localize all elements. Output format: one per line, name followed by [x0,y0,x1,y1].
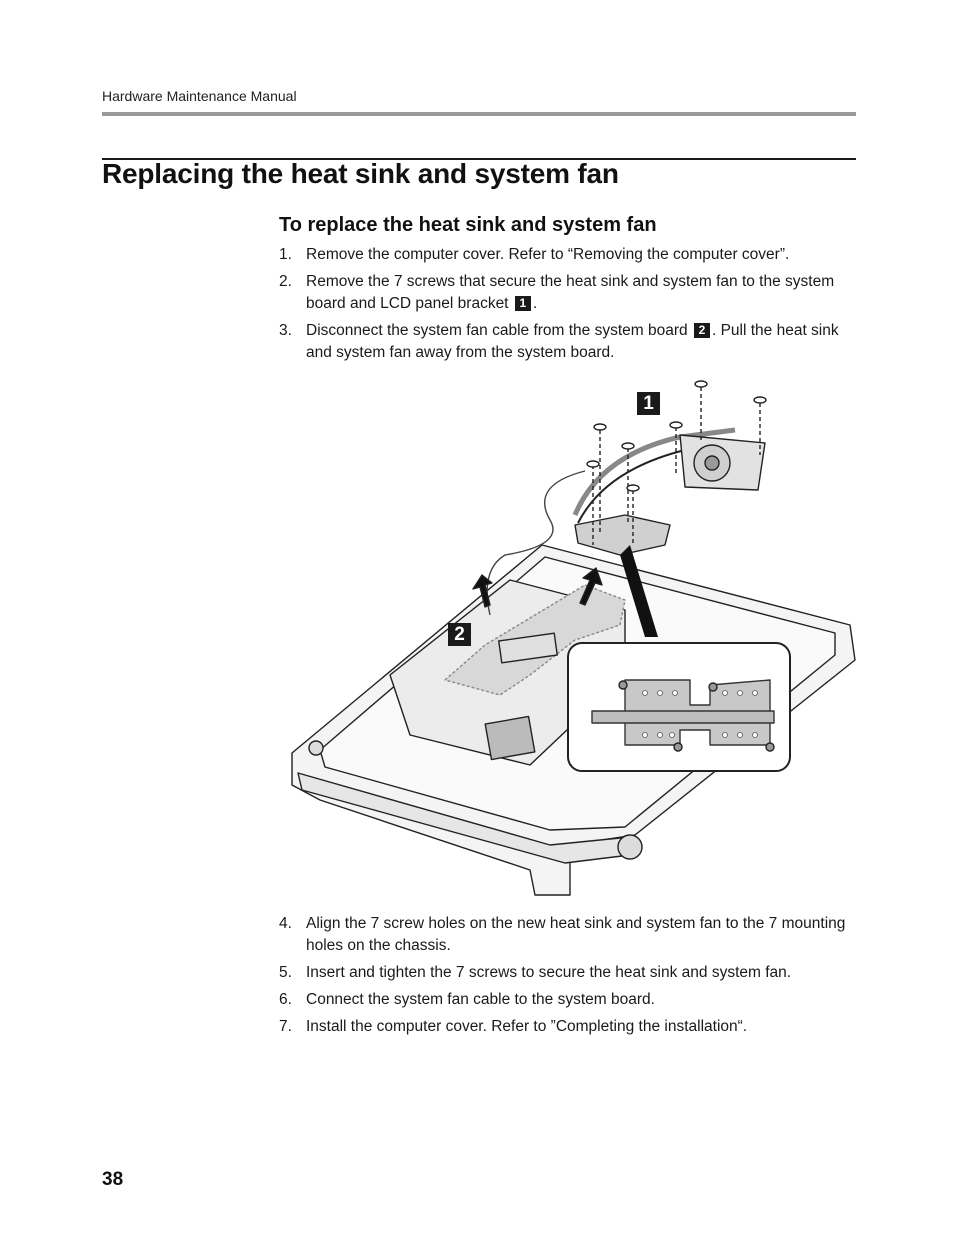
steps-list-bottom: 4. Align the 7 screw holes on the new he… [279,913,859,1043]
pull-arrow [472,574,493,608]
chassis-knob [308,740,324,756]
zoom-leader [620,545,658,637]
cpu-socket [484,715,536,761]
inset-heat-pipe [591,710,775,724]
chassis-knob [617,834,643,860]
figure-callout-1: 1 [637,392,660,415]
step-text: Disconnect the system fan cable from the… [306,322,688,339]
callout-badge: 1 [514,296,531,311]
step-number: 2. [279,273,292,290]
screw-heads [586,380,767,492]
page-number: 38 [102,1169,124,1190]
figure-callout-2: 2 [448,623,471,646]
step-text-end: . Pull the heat sink and system fan away… [306,322,839,361]
section-heading: To replace the heat sink and system fan [279,214,657,236]
step-text-end: . [532,295,538,312]
step-number: 1. [279,246,292,263]
step-number: 6. [279,991,292,1008]
heat-sink-illustration: 1 2 [280,375,856,900]
pull-arrow [579,567,603,606]
heatsink-plate [574,514,671,556]
step-text: Align the 7 screw holes on the new heat … [306,915,846,954]
step-item: 5. Insert and tighten the 7 screws to se… [279,962,859,984]
step-item: 6. Connect the system fan cable to the s… [279,989,859,1011]
step-number: 7. [279,1018,292,1035]
page-title: Replacing the heat sink and system fan [102,158,619,189]
heat-pipe [577,449,686,524]
step-text: Install the computer cover. Refer to ”Co… [306,1018,748,1035]
step-item: 7. Install the computer cover. Refer to … [279,1016,859,1038]
step-item: 1. Remove the computer cover. Refer to “… [279,244,859,266]
step-number: 5. [279,964,292,981]
step-text: Remove the 7 screws that secure the heat… [306,273,835,312]
step-number: 3. [279,322,292,339]
step-text: Connect the system fan cable to the syst… [306,991,655,1008]
fan-cable [486,470,586,616]
illustration-drawing [291,380,856,896]
memory-slot [498,632,558,664]
step-text: Insert and tighten the 7 screws to secur… [306,964,792,981]
title-rule [102,158,856,160]
step-item: 4. Align the 7 screw holes on the new he… [279,913,859,957]
step-item: 2. Remove the 7 screws that secure the h… [279,271,859,315]
step-number: 4. [279,915,292,932]
step-text: Remove the computer cover. Refer to “Rem… [306,246,790,263]
running-header: Hardware Maintenance Manual [102,88,297,104]
steps-list-top: 1. Remove the computer cover. Refer to “… [279,244,859,369]
callout-badge: 2 [693,323,710,338]
step-item: 3. Disconnect the system fan cable from … [279,320,859,364]
heat-pipe [572,427,736,516]
header-rule [102,112,856,116]
